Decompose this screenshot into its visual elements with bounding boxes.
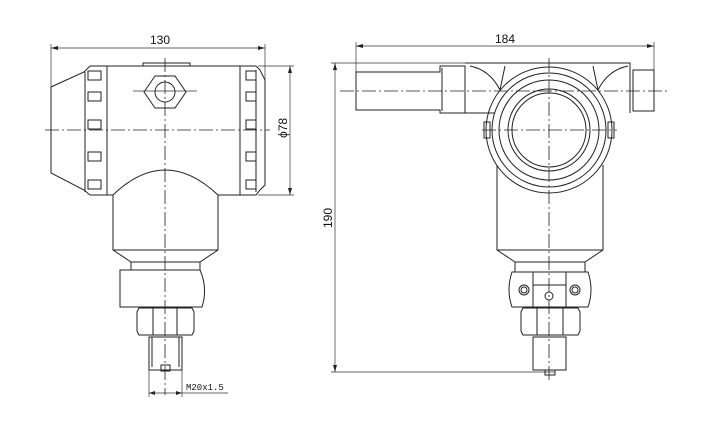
housing-front <box>355 62 655 194</box>
neck-side <box>112 169 219 372</box>
dimension-thread: M20x1.5 <box>148 370 228 397</box>
dimension-130: 130 <box>50 33 266 88</box>
diameter-78-label: ϕ78 <box>276 118 290 138</box>
mounting-hole-icon <box>518 284 530 296</box>
side-view: 130 ϕ78 <box>45 33 294 397</box>
housing-side <box>50 62 266 196</box>
width-184-label: 184 <box>495 32 515 46</box>
thread-size-label: M20x1.5 <box>186 383 224 393</box>
width-130-label: 130 <box>150 33 170 47</box>
mounting-hole-icon <box>569 284 581 296</box>
front-view: 184 190 <box>321 32 667 382</box>
neck-front <box>496 165 604 376</box>
dimension-phi78: ϕ78 <box>258 65 294 196</box>
height-190-label: 190 <box>321 208 335 228</box>
dimension-190: 190 <box>321 62 555 373</box>
dimension-184: 184 <box>355 32 655 72</box>
